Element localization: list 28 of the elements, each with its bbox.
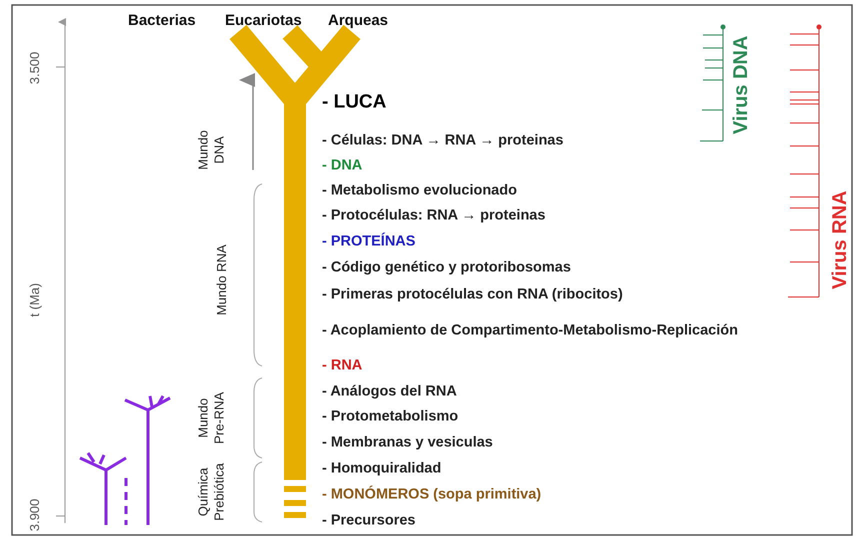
group-label: Bacterias <box>128 12 196 30</box>
timeline-event-text: - Precursores <box>322 512 416 530</box>
axis-title: t (Ma) <box>27 283 43 317</box>
timeline-event-text: - MONÓMEROS (sopa primitiva) <box>322 486 542 504</box>
axis-tick-label: 3.500 <box>27 52 43 84</box>
timeline-event-text: - Células: DNA → RNA → proteinas <box>322 132 564 150</box>
group-label: Eucariotas <box>225 12 302 30</box>
phase-label: Química Prebiótica <box>195 462 227 523</box>
timeline-event-text: - Membranas y vesiculas <box>322 434 493 452</box>
timeline-event-text: - Primeras protocélulas con RNA (ribocitos) <box>322 286 623 304</box>
timeline-event-text: - Metabolismo evolucionado <box>322 182 517 200</box>
timeline-event-text: - Homoquiralidad <box>322 460 442 478</box>
timeline-event-text: - Código genético y protoribosomas <box>322 259 571 277</box>
timeline-event-text: - DNA <box>322 157 362 175</box>
timeline-event-text: - LUCA <box>322 92 386 114</box>
group-label: Virus RNA <box>828 190 852 290</box>
phase-label: Mundo DNA <box>195 129 227 172</box>
timeline-event-text: - Protocélulas: RNA → proteinas <box>322 207 546 225</box>
group-label: Virus DNA <box>729 36 753 134</box>
timeline-event-text: - RNA <box>322 357 362 375</box>
timeline-event-text: - Protometabolismo <box>322 408 458 426</box>
timeline-event-text: - PROTEÍNAS <box>322 233 416 251</box>
timeline-event-text: - Acoplamiento de Compartimento-Metabolismo-Replicación <box>322 322 739 340</box>
phase-label: Mundo Pre-RNA <box>195 391 227 446</box>
phase-label: Mundo RNA <box>214 244 230 318</box>
axis-tick-label: 3.900 <box>27 498 43 532</box>
timeline-event-text: - Análogos del RNA <box>322 383 457 401</box>
group-label: Arqueas <box>328 12 388 30</box>
